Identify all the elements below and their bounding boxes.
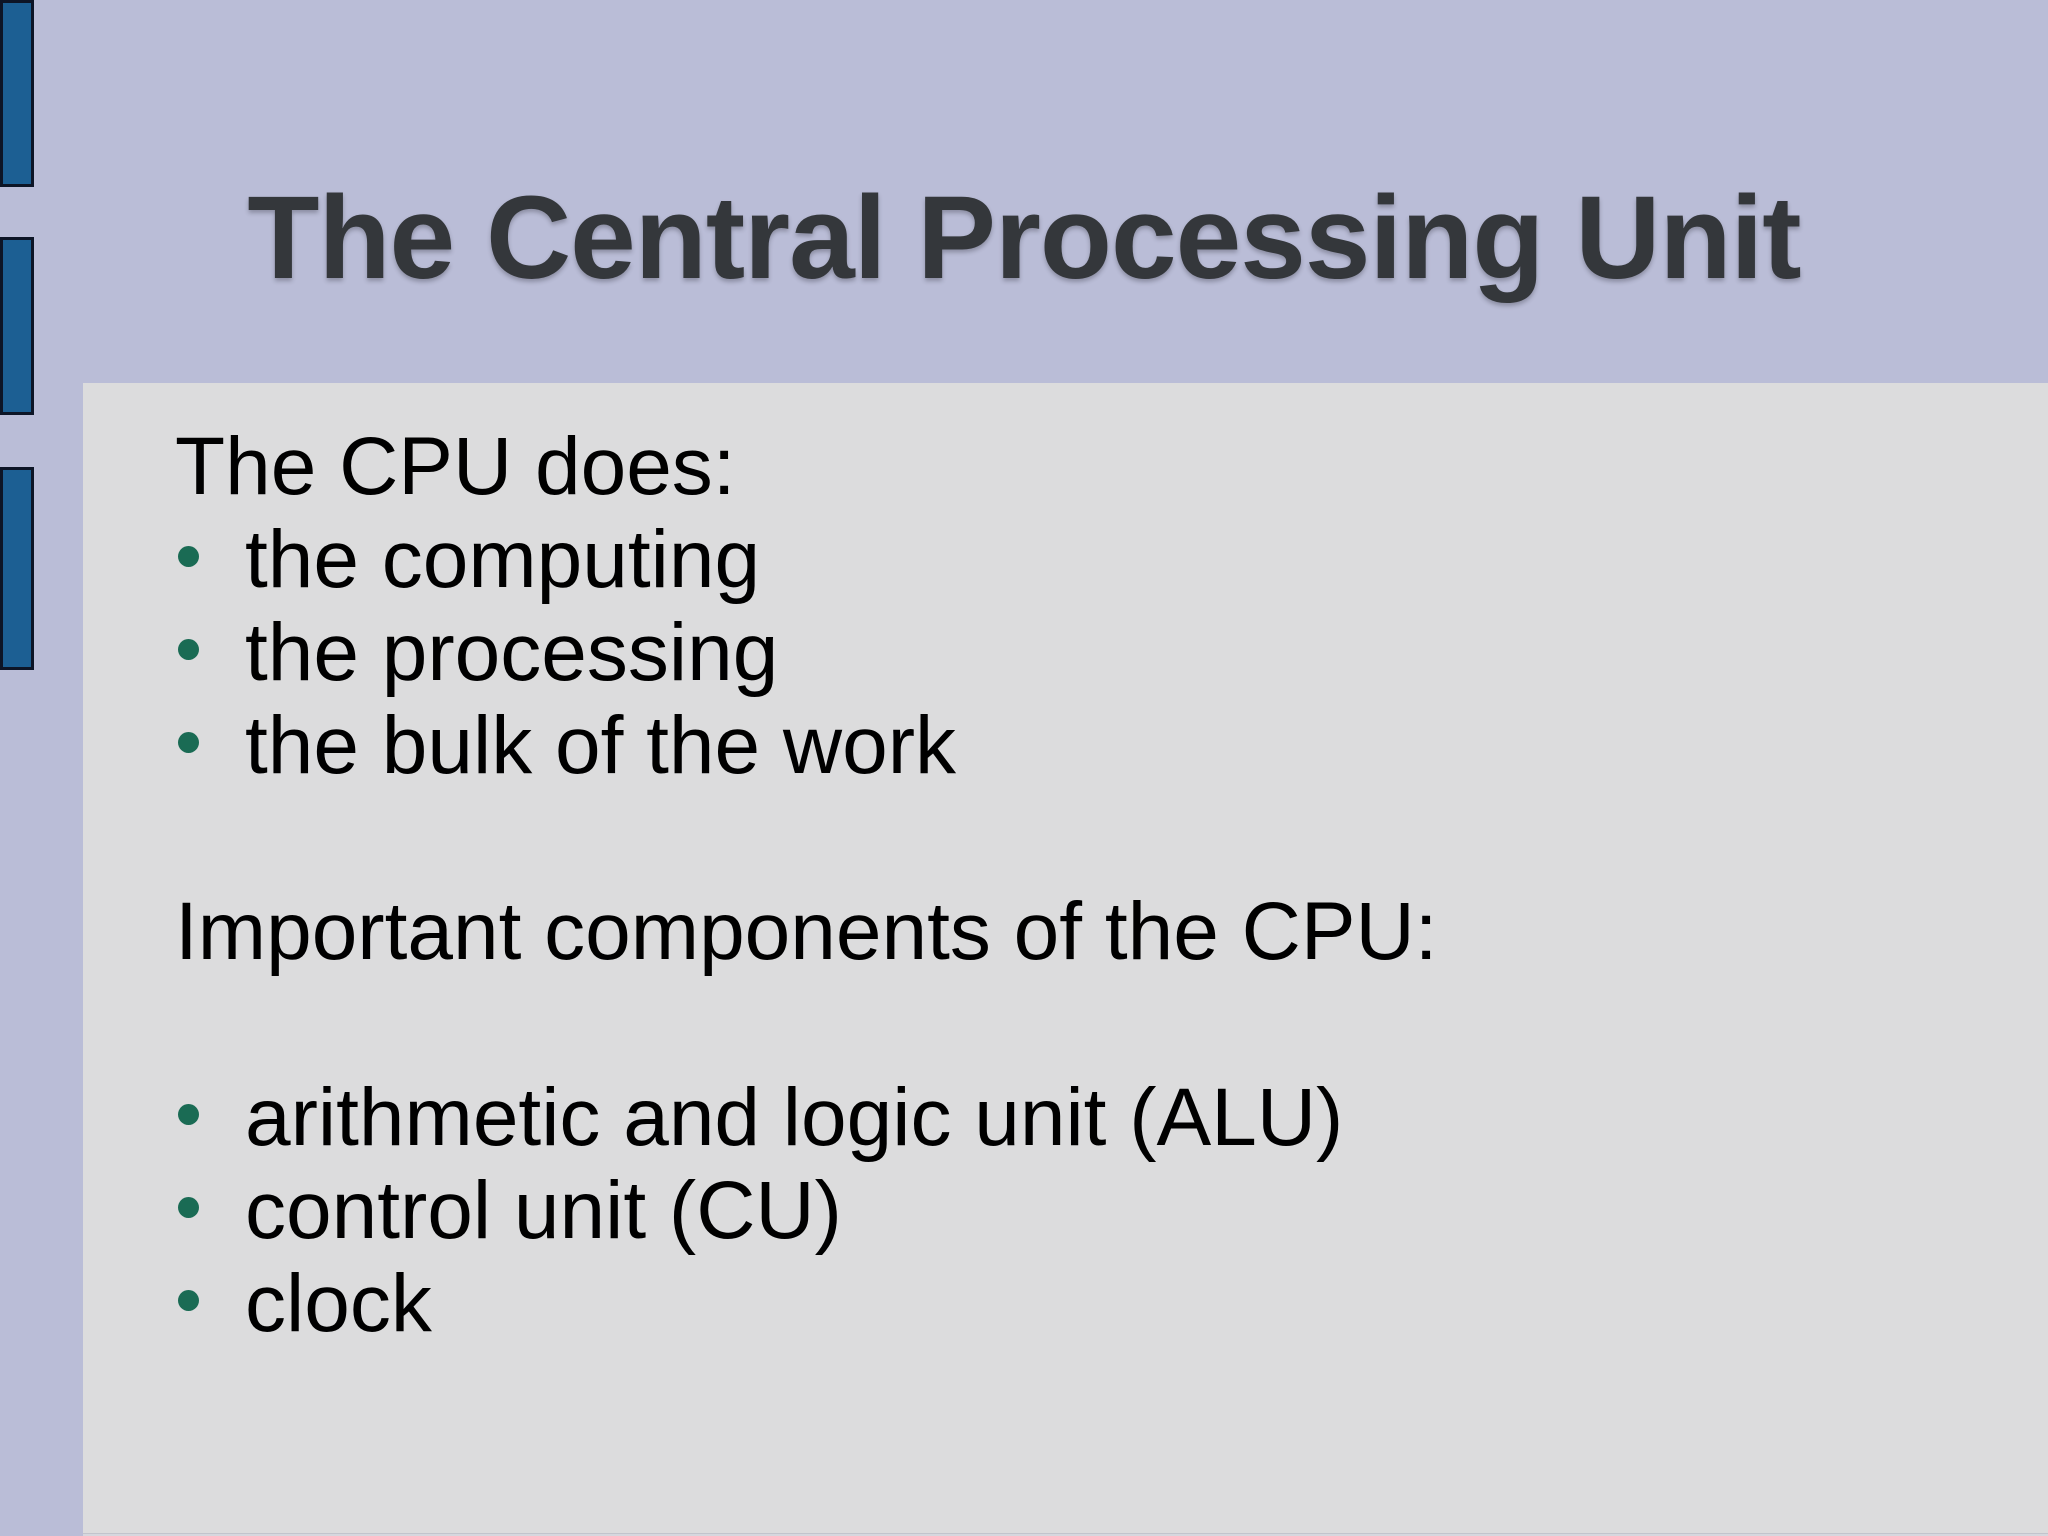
- bullet-item: the processing: [175, 606, 1965, 699]
- blank-line: [175, 978, 1965, 1071]
- slide-body: The CPU does: the computing the processi…: [175, 420, 1965, 1350]
- decor-bar-bottom: [0, 467, 34, 670]
- bullet-item: the computing: [175, 513, 1965, 606]
- decor-bar-middle: [0, 237, 34, 415]
- content-panel: [83, 383, 2048, 1533]
- bullet-icon: [178, 1290, 199, 1311]
- body-line-text: The CPU does:: [175, 421, 736, 512]
- body-line-text: the computing: [245, 514, 761, 605]
- body-line-text: arithmetic and logic unit (ALU): [245, 1072, 1344, 1163]
- body-line-text: clock: [245, 1258, 432, 1349]
- bullet-item: control unit (CU): [175, 1164, 1965, 1257]
- bullet-item: arithmetic and logic unit (ALU): [175, 1071, 1965, 1164]
- decor-bar-top: [0, 0, 34, 187]
- bullet-icon: [178, 546, 199, 567]
- bullet-icon: [178, 1104, 199, 1125]
- bullet-icon: [178, 1197, 199, 1218]
- body-line-text: the bulk of the work: [245, 700, 957, 791]
- bullet-item: the bulk of the work: [175, 699, 1965, 792]
- slide-title: The Central Processing Unit: [247, 172, 1801, 304]
- bullet-item: clock: [175, 1257, 1965, 1350]
- body-line: Important components of the CPU:: [175, 885, 1965, 978]
- bullet-icon: [178, 732, 199, 753]
- body-line-text: Important components of the CPU:: [175, 886, 1438, 977]
- bullet-icon: [178, 639, 199, 660]
- blank-line: [175, 792, 1965, 885]
- body-line-text: control unit (CU): [245, 1165, 842, 1256]
- body-line: The CPU does:: [175, 420, 1965, 513]
- panel-bottom-edge: [83, 1533, 2048, 1536]
- body-line-text: the processing: [245, 607, 779, 698]
